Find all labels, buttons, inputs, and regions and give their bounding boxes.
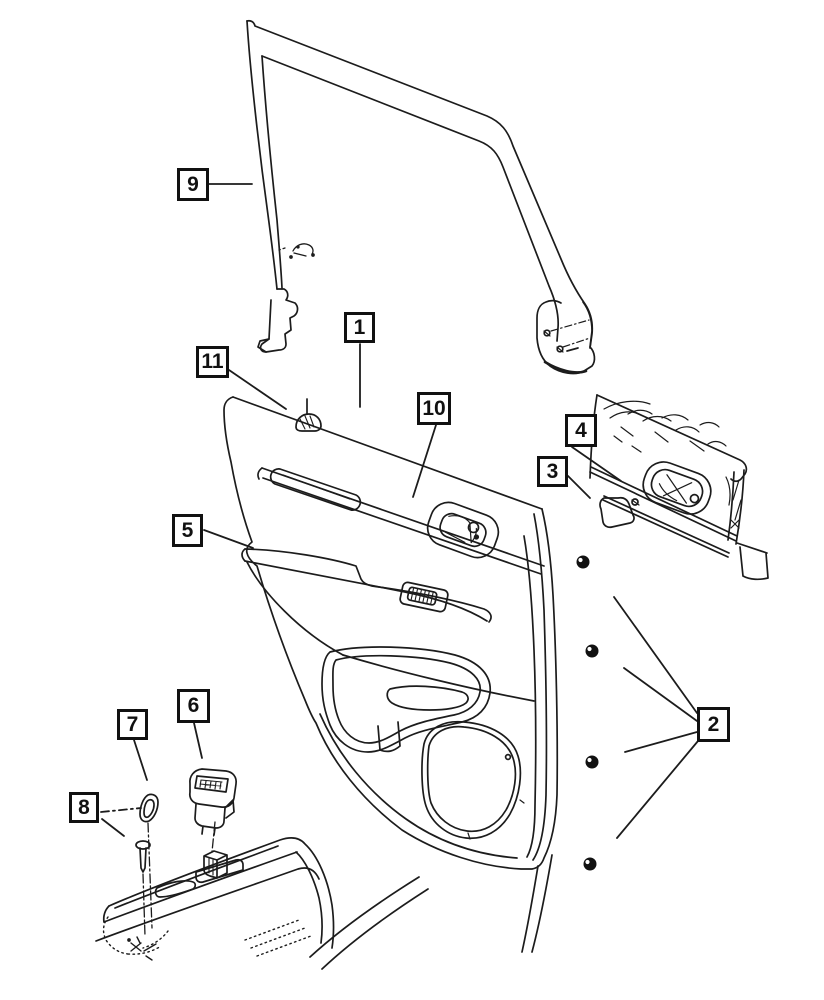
- armrest-base-assembly-art: [95, 768, 335, 961]
- window-frame-art: [246, 19, 596, 375]
- leader-line-2: [613, 596, 698, 714]
- fastener-dot: [576, 555, 590, 569]
- leader-lines: [100, 183, 699, 839]
- leader-line-6: [193, 722, 203, 759]
- callout-box-8[interactable]: 8: [69, 792, 99, 823]
- leader-line-8: [101, 818, 125, 837]
- upper-trim-piece-art: [589, 394, 769, 581]
- leader-line-8: [100, 807, 142, 813]
- callout-box-9[interactable]: 9: [177, 168, 209, 201]
- callout-box-2[interactable]: 2: [697, 707, 730, 742]
- callout-box-1[interactable]: 1: [344, 312, 375, 343]
- leader-line-2: [623, 667, 698, 722]
- leader-line-7: [133, 739, 148, 781]
- leader-line-2: [624, 731, 698, 753]
- door-trim-panel-art: [223, 396, 559, 870]
- door-handle-bezel-art: [426, 501, 500, 559]
- fastener-dot: [585, 644, 599, 658]
- leader-line-3: [567, 475, 591, 499]
- leader-line-5: [203, 529, 254, 549]
- callout-box-4[interactable]: 4: [565, 414, 597, 447]
- callout-box-3[interactable]: 3: [537, 456, 568, 487]
- leader-line-10: [412, 424, 437, 498]
- fastener-dot: [583, 857, 597, 871]
- callout-box-10[interactable]: 10: [417, 392, 451, 425]
- callout-box-6[interactable]: 6: [177, 689, 210, 723]
- callout-box-5[interactable]: 5: [172, 514, 203, 547]
- leader-line-4: [571, 446, 622, 482]
- window-switch-art: [396, 581, 449, 613]
- ghost-lines-art: [309, 854, 553, 970]
- leader-line-11: [228, 369, 287, 410]
- leader-line-2: [616, 740, 699, 839]
- callout-box-11[interactable]: 11: [196, 346, 229, 378]
- fastener-dots: [576, 555, 599, 871]
- callout-box-7[interactable]: 7: [117, 709, 148, 740]
- fastener-dot: [585, 755, 599, 769]
